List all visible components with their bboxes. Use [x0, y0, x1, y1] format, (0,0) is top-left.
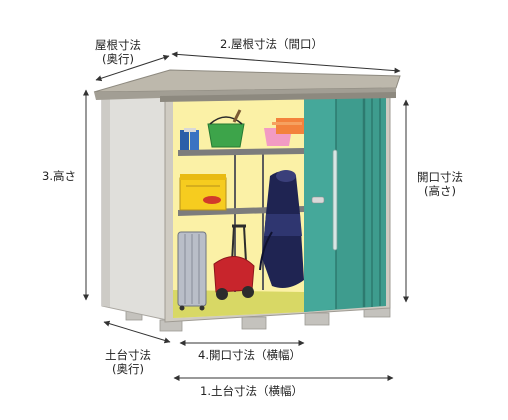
- label-base-depth: 土台寸法 (奥行): [96, 348, 160, 376]
- roof-width-line: [171, 51, 401, 74]
- foot-right-center: [304, 312, 330, 326]
- label-height: 3.高さ: [42, 169, 76, 183]
- label-roof-depth-line2: (奥行): [102, 52, 134, 66]
- foot-center: [241, 316, 267, 330]
- label-base-width: 1.土台寸法（横幅）: [200, 384, 303, 398]
- roof: [93, 69, 401, 102]
- label-opening-height-line2: (高さ): [424, 184, 456, 198]
- label-opening-width: 4.開口寸法（横幅）: [198, 348, 301, 362]
- label-roof-depth-line1: 屋根寸法: [95, 38, 141, 52]
- shopping-cart: [213, 224, 255, 300]
- beer-crate: [179, 174, 227, 211]
- sliding-door: [304, 94, 386, 312]
- suitcase: [177, 231, 207, 311]
- green-bucket: [207, 109, 245, 148]
- label-opening-height-line1: 開口寸法: [417, 170, 463, 184]
- label-roof-depth: 屋根寸法 (奥行): [86, 38, 150, 66]
- drink-cans: [180, 128, 199, 150]
- golf-bag: [259, 170, 304, 288]
- side-wall-shade: [102, 95, 110, 307]
- label-base-depth-line2: (奥行): [112, 362, 144, 376]
- door-handle: [332, 149, 338, 251]
- dimension-lines: [83, 51, 409, 381]
- roof-depth-line: [95, 54, 170, 82]
- foundation-blocks: [125, 304, 391, 332]
- label-base-depth-line1: 土台寸法: [105, 348, 151, 362]
- label-opening-height: 開口寸法 (高さ): [410, 170, 470, 198]
- shelf-upper: [178, 148, 304, 156]
- side-wall: [101, 87, 168, 321]
- label-roof-width: 2.屋根寸法（間口）: [220, 37, 323, 51]
- door-lock: [311, 196, 325, 204]
- base-depth-line: [103, 320, 171, 344]
- pink-basin: [264, 118, 304, 146]
